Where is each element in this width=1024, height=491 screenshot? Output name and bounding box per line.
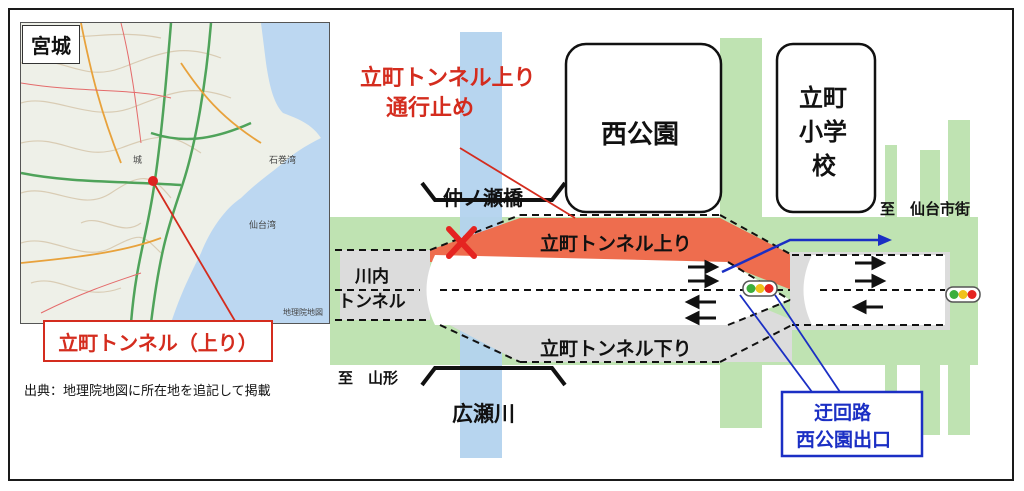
prefecture-label: 宮城 (22, 25, 80, 64)
school-label-line1: 立町 (799, 84, 847, 112)
tunnel-up-label: 立町トンネル上り (540, 233, 692, 255)
detour-leader-line (739, 294, 813, 393)
kawauchi-label-line1: 川内 (355, 267, 389, 287)
tunnel-location-label: 立町トンネル（上り） (43, 320, 273, 362)
bridge-bracket-bottom (420, 366, 567, 387)
nishi-park-block (564, 42, 723, 214)
park-label: 西公園 (601, 120, 680, 150)
school-label-line3: 校 (812, 152, 836, 180)
map-place-ishinomaki: 石巻湾 (269, 154, 296, 166)
figure-frame (8, 8, 1014, 481)
traffic-light-icon (742, 280, 778, 297)
map-attribution: 地理院地図 (283, 307, 323, 317)
to-yamagata-label: 至 山形 (338, 369, 399, 387)
detour-arrow-icon (721, 238, 880, 274)
river-label: 広瀬川 (452, 402, 515, 426)
detour-arrowhead (878, 234, 892, 246)
closure-title-line2: 通行止め (386, 96, 475, 121)
lane-arrow-icon (851, 255, 887, 315)
detour-box (780, 390, 924, 458)
tunnel-down-label: 立町トンネル下り (540, 338, 692, 360)
bridge-bracket-top (420, 181, 567, 202)
tunnel-up-area (430, 218, 792, 290)
school-block (775, 42, 877, 214)
to-sendai-label: 至 仙台市街 (880, 200, 971, 218)
map-place-castle: 城 (133, 155, 142, 166)
lane-arrow-icon (684, 259, 720, 326)
map-place-sendai-bay: 仙台湾 (249, 219, 276, 231)
detour-leader-line-2 (774, 294, 841, 393)
detour-label-line2: 西公園出口 (796, 429, 892, 451)
kawauchi-tunnel-area (340, 250, 430, 320)
street-vertical-4 (948, 120, 970, 435)
school-label-line2: 小学 (799, 118, 847, 146)
closure-leader-line (459, 147, 576, 219)
traffic-light-icon (945, 286, 981, 303)
bridge-label: 仲ノ瀬橋 (443, 186, 523, 210)
closure-title-line1: 立町トンネル上り (360, 66, 536, 91)
closure-x-icon (446, 226, 477, 259)
source-note: 出典：地理院地図に所在地を追記して掲載 (24, 384, 271, 399)
kawauchi-label-line2: トンネル (338, 292, 406, 312)
detour-label-line1: 迂回路 (814, 402, 872, 424)
